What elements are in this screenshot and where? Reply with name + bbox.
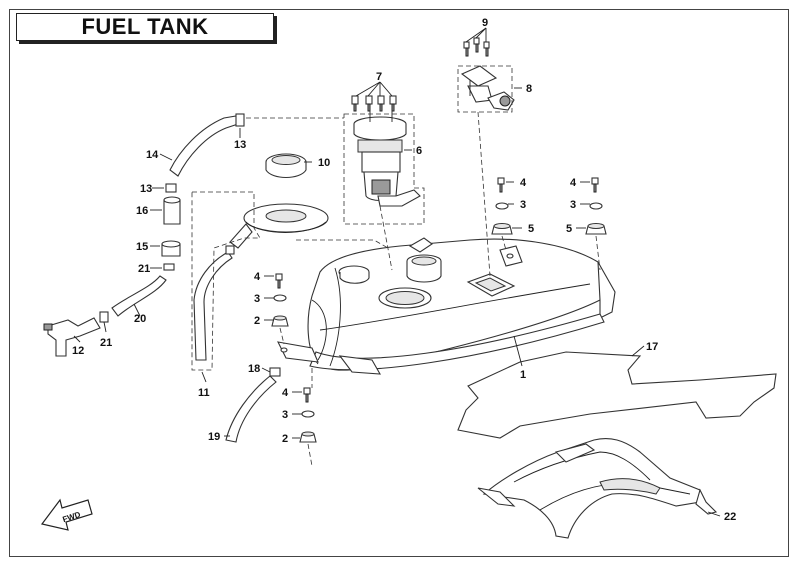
drain-hose-11 — [193, 251, 233, 361]
fuel-tank — [277, 237, 616, 375]
mount-bolt-left-upper — [271, 273, 289, 327]
diagram-frame — [9, 9, 789, 557]
clamp-13-lower — [165, 183, 177, 193]
callout-22: 22 — [724, 511, 736, 523]
callout-9: 9 — [482, 17, 488, 29]
mount-bolt-rear-left — [491, 177, 513, 235]
callout-16: 16 — [136, 205, 148, 217]
callout-12: 12 — [72, 345, 84, 357]
drain-hose-19 — [225, 375, 277, 443]
callout-10: 10 — [318, 157, 330, 169]
assembly-guides — [191, 65, 601, 467]
clamp-21-lower — [99, 311, 109, 323]
clamp-21-upper — [163, 263, 175, 271]
filler-tray — [229, 203, 329, 249]
callout-4: 4 — [570, 177, 577, 189]
callout-21: 21 — [100, 337, 112, 349]
callout-13: 13 — [140, 183, 152, 195]
callout-19: 19 — [208, 431, 220, 443]
fuel-filter-16 — [163, 196, 181, 225]
gauge-sender — [460, 65, 515, 111]
callout-14: 14 — [146, 149, 159, 161]
elbow-fitting — [225, 245, 235, 255]
leader-lines — [73, 27, 721, 517]
mount-bolt-rear-right — [585, 177, 607, 235]
callout-2: 2 — [282, 433, 288, 445]
callout-13: 13 — [234, 139, 246, 151]
fuel-hose-20 — [111, 275, 167, 317]
callout-21: 21 — [138, 263, 150, 275]
callout-17: 17 — [646, 341, 658, 353]
callout-8: 8 — [526, 83, 532, 95]
pump-bolts — [351, 95, 397, 112]
callout-4: 4 — [254, 271, 261, 283]
tank-pad — [457, 351, 777, 439]
callout-4: 4 — [520, 177, 527, 189]
callout-4: 4 — [282, 387, 289, 399]
clamp-18 — [269, 367, 281, 377]
callout-3: 3 — [520, 199, 526, 211]
fuel-pump — [353, 108, 421, 207]
mount-bolt-left-lower — [299, 387, 317, 443]
callout-3: 3 — [282, 409, 288, 421]
page-title: FUEL TANK — [81, 14, 209, 39]
callout-6: 6 — [416, 145, 422, 157]
callout-18: 18 — [248, 363, 260, 375]
quick-connector-12 — [43, 317, 101, 357]
heat-shield — [477, 437, 718, 539]
callout-15: 15 — [136, 241, 148, 253]
callout-5: 5 — [566, 223, 572, 235]
callout-2: 2 — [254, 315, 260, 327]
callout-3: 3 — [570, 199, 576, 211]
connector-15 — [161, 240, 181, 257]
sender-screws — [463, 37, 490, 57]
callout-20: 20 — [134, 313, 146, 325]
callout-1: 1 — [520, 369, 526, 381]
vent-hose-14 — [169, 115, 239, 177]
callout-labels: 1 2 3 4 2 3 4 4 3 5 4 3 5 6 7 8 9 10 11 … — [72, 17, 736, 523]
filler-cap — [265, 153, 307, 179]
clamp-13-upper — [235, 113, 245, 127]
callout-11: 11 — [198, 387, 210, 399]
callout-5: 5 — [528, 223, 534, 235]
callout-7: 7 — [376, 71, 382, 83]
title-box: FUEL TANK — [16, 13, 274, 41]
fwd-arrow-icon: FWD — [40, 498, 93, 531]
callout-3: 3 — [254, 293, 260, 305]
